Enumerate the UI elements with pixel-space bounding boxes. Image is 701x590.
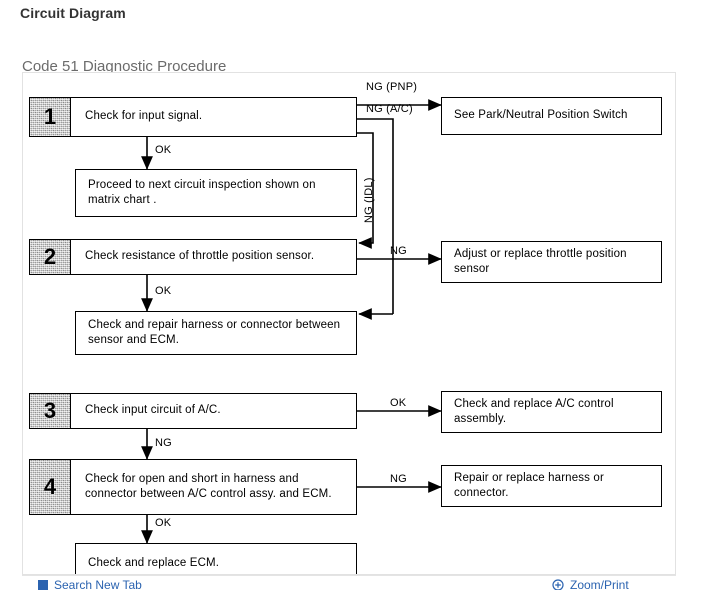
zoom-print-label: Zoom/Print [570,578,629,590]
step-1-badge: 1 [30,98,71,136]
edge-label-ok-2: OK [155,285,172,297]
edge-label-ng-3: NG [155,437,172,449]
result-box-park-neutral[interactable]: See Park/Neutral Position Switch [441,97,662,135]
step-1-node[interactable]: 1 Check for input signal. [29,97,357,137]
result-box-proceed[interactable]: Proceed to next circuit inspection shown… [75,169,357,217]
result-box-repair-harness[interactable]: Repair or replace harness or connector. [441,465,662,507]
step-2-label: Check resistance of throttle position se… [85,250,315,263]
result-box-park-neutral-label: See Park/Neutral Position Switch [454,109,628,122]
edge-label-ok-3: OK [390,397,407,409]
edge-label-ng-idl: NG (IDL) [363,177,375,223]
step-3-badge: 3 [30,394,71,428]
edge-label-ng-ac: NG (A/C) [366,103,413,115]
new-tab-icon [38,580,48,590]
result-box-harness-sensor[interactable]: Check and repair harness or connector be… [75,311,357,355]
page-title: Circuit Diagram [20,5,126,21]
step-3-label: Check input circuit of A/C. [85,404,221,417]
zoom-print-action[interactable]: Zoom/Print [552,578,629,590]
step-4-label: Check for open and short in harness and … [85,472,332,500]
step-4-node[interactable]: 4 Check for open and short in harness an… [29,459,357,515]
edge-label-ng-4: NG [390,473,407,485]
edge-label-ok-1: OK [155,144,172,156]
result-box-proceed-label: Proceed to next circuit inspection shown… [88,178,316,206]
step-2-badge: 2 [30,240,71,274]
step-2-node[interactable]: 2 Check resistance of throttle position … [29,239,357,275]
edge-label-ng-2: NG [390,245,407,257]
result-box-ac-control-label: Check and replace A/C control assembly. [454,397,614,425]
result-box-adjust-throttle[interactable]: Adjust or replace throttle position sens… [441,241,662,283]
diagram-subtitle: Code 51 Diagnostic Procedure [22,58,227,75]
result-box-harness-sensor-label: Check and repair harness or connector be… [88,318,341,346]
search-new-tab-label: Search New Tab [54,578,142,590]
result-box-repair-harness-label: Repair or replace harness or connector. [454,471,604,499]
step-4-badge: 4 [30,460,71,514]
search-new-tab-action[interactable]: Search New Tab [38,578,142,590]
result-box-replace-ecm-label: Check and replace ECM. [88,557,220,570]
step-3-node[interactable]: 3 Check input circuit of A/C. [29,393,357,429]
diagram-panel: 1 Check for input signal. Proceed to nex… [22,72,676,575]
flow-connectors [141,99,442,544]
panel-divider [22,575,676,576]
edge-label-ok-4: OK [155,517,172,529]
edge-label-ng-pnp: NG (PNP) [366,81,418,93]
step-1-label: Check for input signal. [85,110,203,123]
result-box-ac-control[interactable]: Check and replace A/C control assembly. [441,391,662,433]
result-box-replace-ecm[interactable]: Check and replace ECM. [75,543,357,574]
result-box-adjust-throttle-label: Adjust or replace throttle position sens… [454,247,627,275]
bottom-toolbar: Search New Tab Zoom/Print [0,577,701,590]
zoom-in-icon [552,579,564,590]
